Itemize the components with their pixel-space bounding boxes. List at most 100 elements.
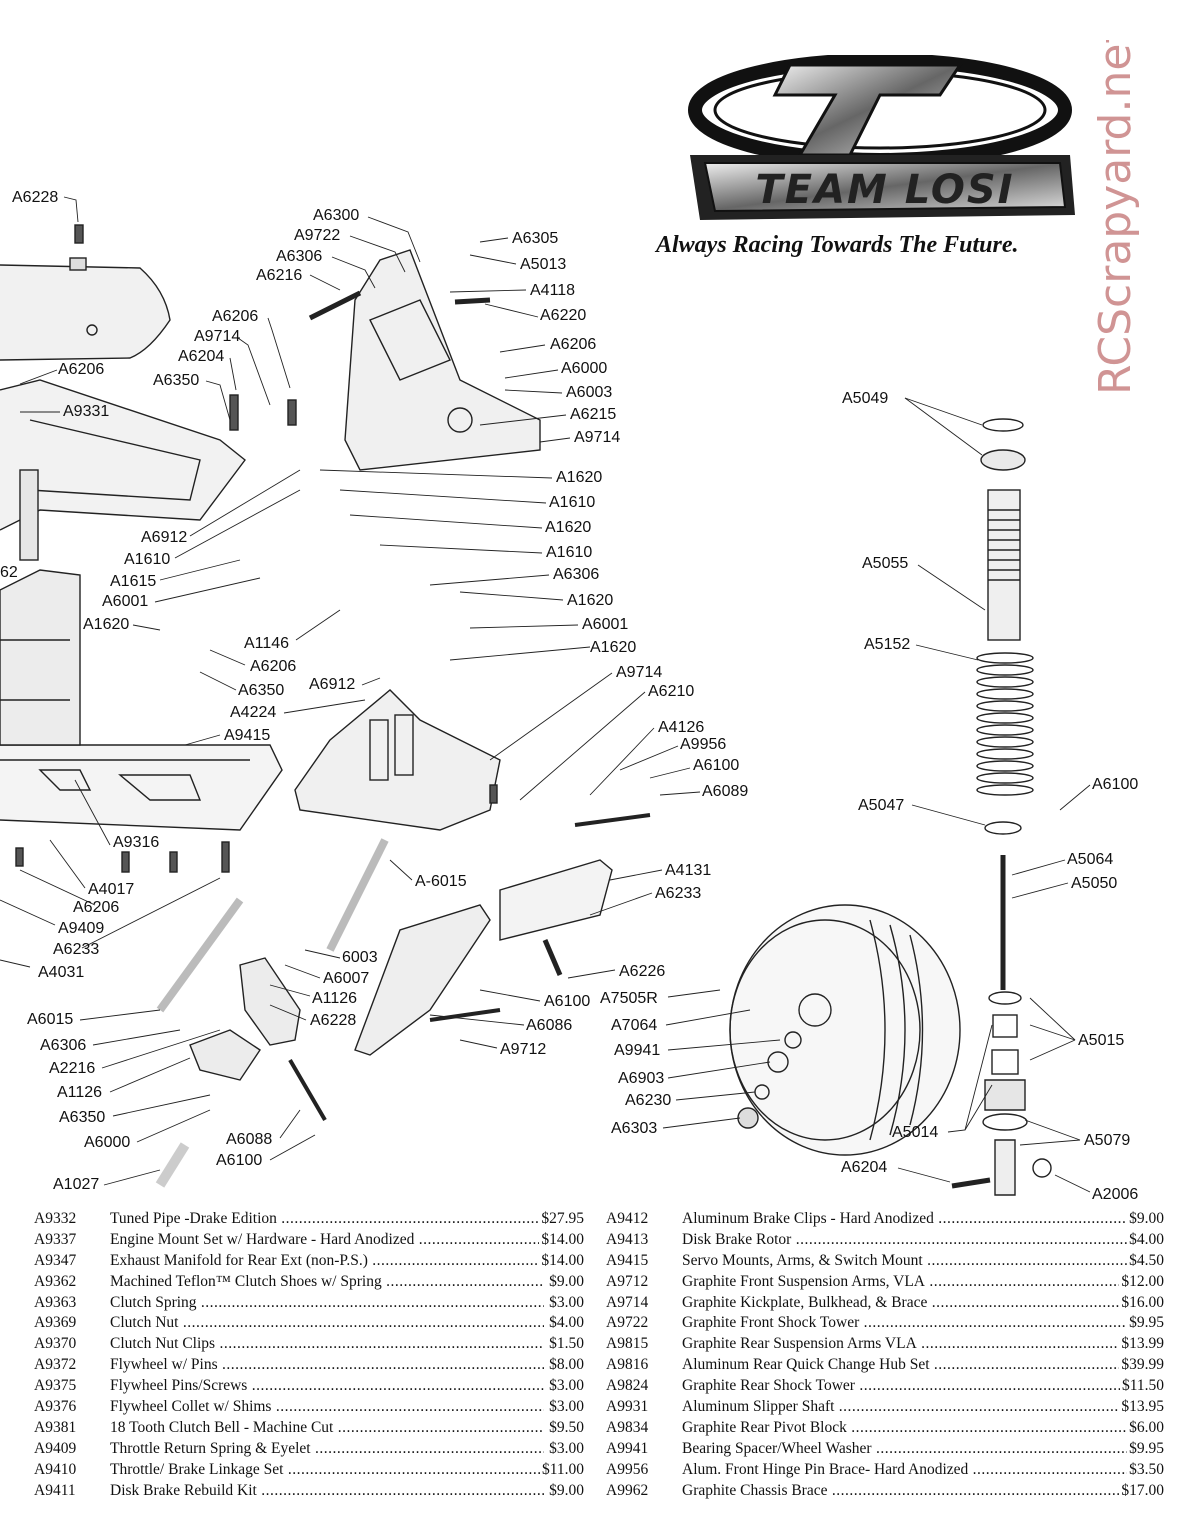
part-description: Flywheel w/ Pins (110, 1354, 544, 1375)
callout-label: A6215 (570, 406, 617, 423)
part-description: Engine Mount Set w/ Hardware - Hard Anod… (110, 1229, 544, 1250)
part-number: A9363 (34, 1293, 77, 1311)
part-number: A9824 (606, 1377, 649, 1395)
callout-label: A1615 (110, 573, 157, 590)
callout-label: A1610 (124, 551, 171, 568)
callout-label: A5152 (864, 636, 911, 653)
part-number: A9815 (606, 1335, 649, 1353)
callout-label: A6350 (59, 1109, 106, 1126)
callout-label: A6303 (611, 1120, 658, 1137)
callout-label: A1620 (545, 519, 592, 536)
part-price: $1.50 (547, 1333, 584, 1355)
part-description: Alum. Front Hinge Pin Brace- Hard Anodiz… (682, 1459, 1132, 1480)
callout-label: A6206 (212, 308, 259, 325)
callout-label: A4224 (230, 704, 277, 721)
callout-label: A6100 (216, 1152, 263, 1169)
callout-label: A6206 (58, 361, 105, 378)
part-price: $3.00 (547, 1375, 584, 1397)
part-number: A9375 (34, 1377, 77, 1395)
callout-label: A6204 (178, 348, 225, 365)
part-price: $9.50 (547, 1416, 584, 1438)
callout-label: A6210 (648, 683, 695, 700)
part-price: $11.50 (1119, 1375, 1164, 1397)
callout-label: A1620 (83, 616, 130, 633)
callout-label: A9712 (500, 1041, 547, 1058)
part-description: Graphite Rear Suspension Arms VLA (682, 1333, 1132, 1354)
callout-label: A4118 (530, 282, 576, 299)
parts-list-row: A9815 Graphite Rear Suspension Arms VLA$1… (606, 1333, 1166, 1355)
part-description: Aluminum Slipper Shaft (682, 1396, 1132, 1417)
part-price: $4.00 (547, 1312, 584, 1334)
exploded-parts-diagram (0, 196, 1091, 1196)
callout-label: A4126 (658, 719, 705, 736)
callout-label: A5014 (892, 1124, 939, 1141)
part-description: Clutch Nut Clips (110, 1333, 544, 1354)
parts-list-row: A9370 Clutch Nut Clips$1.50 (34, 1333, 594, 1355)
part-description: Aluminum Brake Clips - Hard Anodized (682, 1208, 1132, 1229)
brand-tagline: Always Racing Towards The Future. (656, 232, 1019, 258)
part-description: Exhaust Manifold for Rear Ext (non-P.S.) (110, 1250, 544, 1271)
part-description: Servo Mounts, Arms, & Switch Mount (682, 1250, 1132, 1271)
callout-label: A1620 (556, 469, 603, 486)
part-description: Throttle/ Brake Linkage Set (110, 1459, 544, 1480)
callout-label: A1610 (546, 544, 593, 561)
part-price: $13.99 (1119, 1333, 1164, 1355)
part-number: A9411 (34, 1481, 76, 1499)
part-description: Graphite Rear Pivot Block (682, 1417, 1132, 1438)
part-description: Machined Teflon™ Clutch Shoes w/ Spring (110, 1271, 544, 1292)
part-price: $17.00 (1119, 1479, 1164, 1501)
part-number: A9413 (606, 1230, 649, 1248)
part-number: A9410 (34, 1460, 77, 1478)
part-number: A9415 (606, 1251, 649, 1269)
callout-label: A6903 (618, 1070, 665, 1087)
callout-label: A6001 (582, 616, 629, 633)
part-description: Graphite Rear Shock Tower (682, 1375, 1132, 1396)
callout-label: A5079 (1084, 1132, 1131, 1149)
part-price: $9.00 (547, 1270, 584, 1292)
part-price: $6.00 (1127, 1416, 1164, 1438)
callout-label: A9941 (614, 1042, 661, 1059)
callout-label: A6233 (655, 885, 702, 902)
callout-label: A5047 (858, 797, 905, 814)
callout-label: A7064 (611, 1017, 658, 1034)
callout-label: A9316 (113, 834, 160, 851)
parts-list-row: A9410 Throttle/ Brake Linkage Set$11.00 (34, 1458, 594, 1480)
part-price: $9.95 (1127, 1312, 1164, 1334)
part-number: A9370 (34, 1335, 77, 1353)
callout-label: A5049 (842, 390, 889, 407)
callout-label: A6088 (226, 1131, 273, 1148)
watermark-text: RCScrapyard.net (1090, 40, 1141, 395)
callout-label: A6206 (550, 336, 597, 353)
callout-label: A6306 (276, 248, 323, 265)
part-number: A9941 (606, 1439, 649, 1457)
part-number: A9712 (606, 1272, 649, 1290)
part-description: Disk Brake Rebuild Kit (110, 1480, 544, 1501)
part-price: $11.00 (539, 1458, 584, 1480)
callout-label: 62 (0, 564, 18, 581)
part-number: A9962 (606, 1481, 649, 1499)
part-number: A9722 (606, 1314, 649, 1332)
part-price: $3.00 (547, 1437, 584, 1459)
callout-label: A4017 (88, 881, 135, 898)
site-watermark: RCScrapyard.net (1090, 40, 1141, 395)
part-price: $14.00 (539, 1228, 584, 1250)
part-description: Bearing Spacer/Wheel Washer (682, 1438, 1132, 1459)
callout-label: 6003 (342, 949, 378, 966)
callout-label: A6350 (153, 372, 200, 389)
callout-label: A6228 (12, 189, 59, 206)
callout-label: A6216 (256, 267, 303, 284)
callout-label: A2216 (49, 1060, 96, 1077)
callout-label: A9714 (574, 429, 621, 446)
